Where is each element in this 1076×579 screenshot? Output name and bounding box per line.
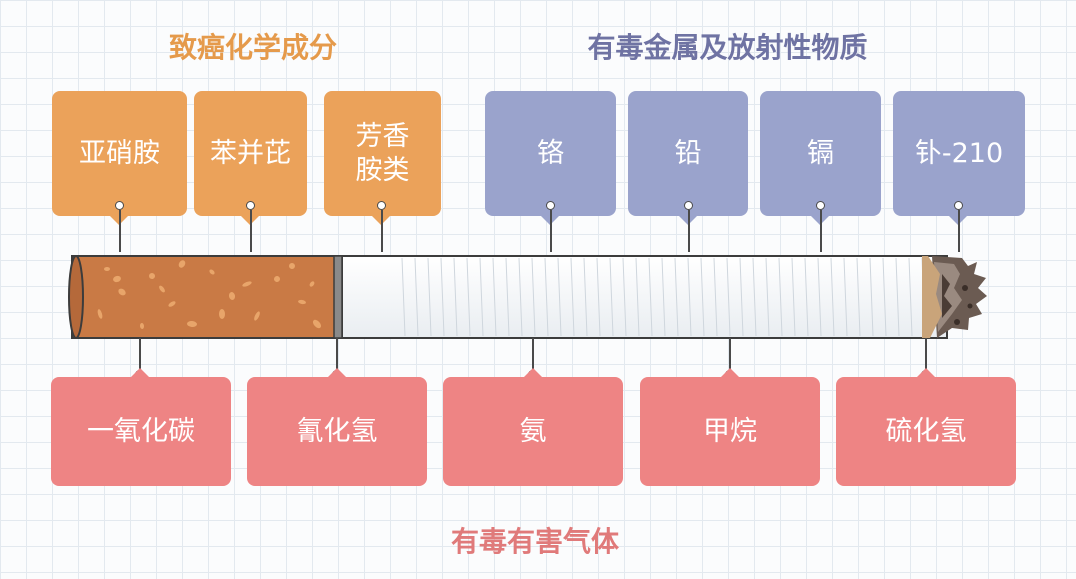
metal-box-lead: 铅 [628, 91, 748, 216]
connector-dot [377, 201, 386, 210]
connector-dot [546, 201, 555, 210]
cigarette-filter [68, 255, 343, 339]
cigarette-body [336, 255, 948, 339]
metal-box-chromium: 铬 [485, 91, 616, 216]
connector-line [532, 338, 534, 374]
connector-line [688, 210, 690, 252]
carcinogens-title: 致癌化学成分 [168, 31, 337, 64]
gases-title: 有毒有害气体 [450, 525, 619, 558]
connector-line [336, 338, 338, 374]
gas-box-ammonia: 氨 [443, 377, 623, 486]
carcinogen-box-nitrosamine: 亚硝胺 [52, 91, 187, 216]
gas-box-methane: 甲烷 [640, 377, 820, 486]
burning-ash [922, 256, 987, 338]
gas-box-hydrogen-sulfide: 硫化氢 [836, 377, 1016, 486]
connector-line [250, 210, 252, 252]
gas-box-hydrogen-cyanide: 氰化氢 [247, 377, 427, 486]
gas-pointer [720, 368, 740, 378]
paper-texture [401, 257, 926, 337]
carcinogen-box-benzopyrene: 苯并芘 [194, 91, 307, 216]
connector-line [119, 210, 121, 252]
connector-line [381, 210, 383, 252]
connector-line [958, 210, 960, 252]
connector-line [139, 338, 141, 374]
gas-box-carbon-monoxide: 一氧化碳 [51, 377, 231, 486]
gas-pointer [916, 368, 936, 378]
connector-line [729, 338, 731, 374]
connector-dot [816, 201, 825, 210]
connector-dot [954, 201, 963, 210]
connector-dot [115, 201, 124, 210]
connector-line [820, 210, 822, 252]
gas-pointer [327, 368, 347, 378]
gas-pointer [130, 368, 150, 378]
cigarette-illustration [68, 255, 987, 339]
metal-box-polonium: 钋-210 [893, 91, 1025, 216]
gas-pointer [523, 368, 543, 378]
metals-title: 有毒金属及放射性物质 [587, 31, 868, 64]
connector-line [550, 210, 552, 252]
filter-speckles [97, 260, 322, 329]
connector-dot [684, 201, 693, 210]
metal-box-cadmium: 镉 [760, 91, 881, 216]
carcinogen-box-aromatic-amines: 芳香 胺类 [324, 91, 441, 216]
connector-dot [246, 201, 255, 210]
connector-line [925, 338, 927, 374]
